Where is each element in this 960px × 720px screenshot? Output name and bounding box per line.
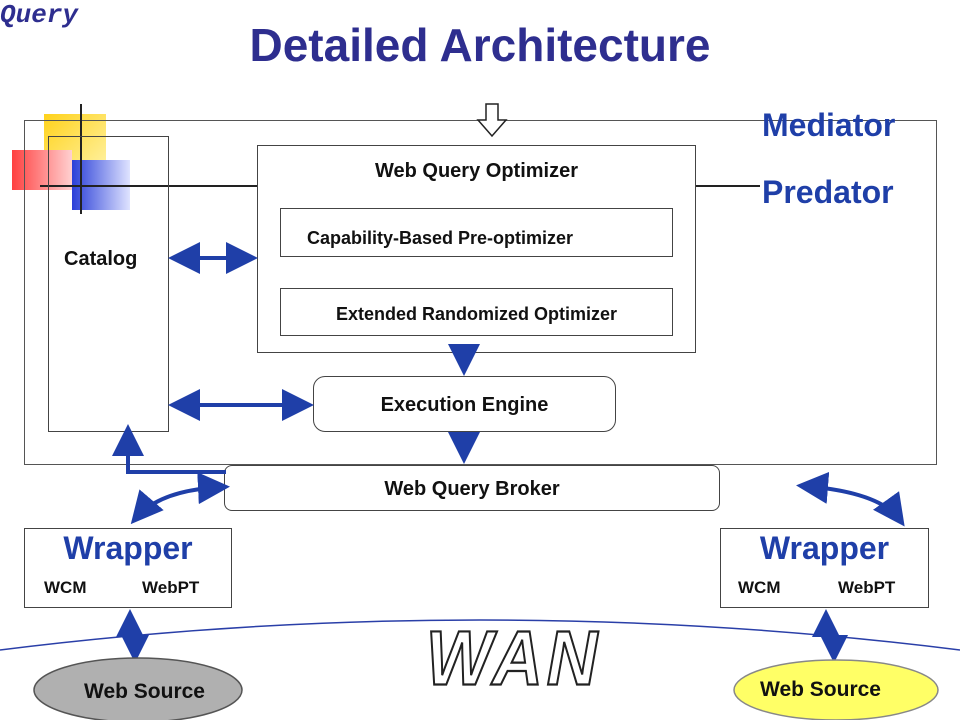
pre-optimizer-box [280, 208, 673, 257]
wrapper-right-source-arrow [812, 609, 848, 663]
query-label: Query [0, 0, 79, 30]
wrapper-right-webpt: WebPT [838, 578, 896, 597]
web-source-right-shape [733, 659, 939, 720]
web-query-optimizer-title: Web Query Optimizer [374, 160, 578, 182]
mediator-label: Mediator [762, 107, 896, 143]
execution-engine-box [313, 376, 616, 432]
catalog-label: Catalog [64, 248, 138, 270]
wrapper-right-title: Wrapper [759, 530, 890, 566]
web-query-broker-box [224, 465, 720, 511]
wrapper-left-webpt: WebPT [142, 578, 200, 597]
randomized-optimizer-box [280, 288, 673, 336]
web-query-broker-label: Web Query Broker [384, 478, 560, 500]
randomized-optimizer-label: Extended Randomized Optimizer [335, 304, 618, 324]
predator-label: Predator [762, 174, 894, 210]
wrapper-left-box [24, 528, 232, 608]
broker-catalog-arrow [112, 424, 226, 474]
decoration-vertical-line [80, 104, 82, 214]
web-source-right-label: Web Source [760, 678, 881, 701]
wrapper-left-title: Wrapper [63, 530, 193, 566]
web-source-left-label: Web Source [84, 680, 205, 703]
wrapper-right-wcm: WCM [738, 578, 781, 597]
catalog-box [48, 136, 169, 432]
broker-wrapper-left-arrow [130, 472, 230, 525]
wan-label: WAN [425, 614, 602, 702]
page-title: Detailed Architecture [249, 19, 711, 71]
wrapper-left-source-arrow [116, 609, 149, 663]
decoration-red-square [12, 150, 72, 190]
web-source-left-shape [33, 657, 243, 720]
broker-wrapper-right-arrow [796, 471, 905, 527]
wrapper-right-box [720, 528, 929, 608]
query-arrow [476, 103, 508, 138]
pre-optimizer-label: Capability-Based Pre-optimizer [307, 228, 574, 248]
wrapper-left-wcm: WCM [44, 578, 87, 597]
execution-engine-label: Execution Engine [380, 394, 549, 416]
